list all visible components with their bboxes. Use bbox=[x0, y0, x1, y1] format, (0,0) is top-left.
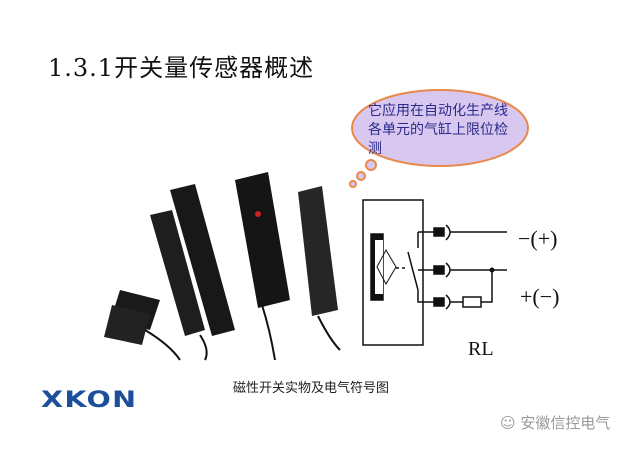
terminal-label-bottom: +(−) bbox=[520, 284, 560, 309]
electrical-symbol bbox=[362, 199, 507, 346]
sensor-photo bbox=[104, 172, 341, 361]
wechat-icon: ☺ bbox=[500, 414, 521, 432]
thought-cloud bbox=[349, 89, 529, 188]
slide-title: 1.3.1开关量传感器概述 bbox=[48, 54, 315, 82]
watermark-text: 安徽信控电气 bbox=[520, 414, 611, 432]
watermark: ☺ 安徽信控电气 bbox=[500, 412, 610, 433]
cloud-text: 它应用在自动化生产线各单元的气缸上限位检测 bbox=[368, 103, 508, 157]
terminal-label-top: −(+) bbox=[518, 226, 558, 251]
figure-caption: 磁性开关实物及电气符号图 bbox=[233, 381, 390, 396]
resistor-label: RL bbox=[468, 338, 494, 360]
company-logo: XKON bbox=[41, 388, 138, 413]
